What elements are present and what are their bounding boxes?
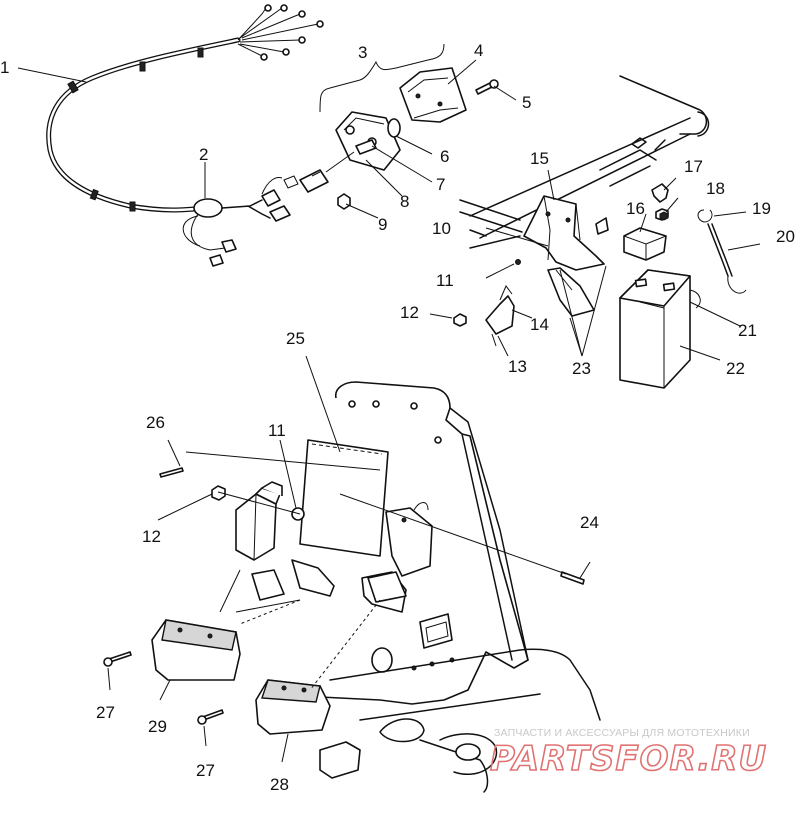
callout-29: 29 bbox=[148, 717, 167, 736]
fasteners bbox=[103, 467, 585, 725]
callout-16: 16 bbox=[626, 199, 645, 218]
callout-27-lower: 27 bbox=[196, 761, 215, 780]
battery-cover bbox=[623, 227, 667, 261]
callout-12-lower: 12 bbox=[142, 527, 161, 546]
watermark-logo: PARTSFOR.RU bbox=[490, 739, 767, 779]
fuse-holder bbox=[453, 259, 521, 347]
callout-labels: 1 2 3 4 5 6 7 8 9 10 11 12 13 14 15 16 1… bbox=[0, 41, 795, 794]
callout-10: 10 bbox=[432, 219, 451, 238]
tail-light-assembly bbox=[299, 43, 499, 210]
callout-4: 4 bbox=[474, 41, 483, 60]
callout-26: 26 bbox=[146, 413, 165, 432]
wiring-harness bbox=[46, 4, 324, 267]
callout-2: 2 bbox=[199, 145, 208, 164]
cover-28 bbox=[255, 679, 331, 735]
callout-20: 20 bbox=[776, 227, 795, 246]
regulator bbox=[235, 481, 305, 561]
callout-18: 18 bbox=[706, 179, 725, 198]
leader-lines bbox=[17, 59, 761, 763]
battery-bracket bbox=[523, 195, 609, 317]
rubber-mounts bbox=[251, 569, 407, 603]
callout-12-upper: 12 bbox=[400, 303, 419, 322]
callout-27-left: 27 bbox=[96, 703, 115, 722]
vent-elbow bbox=[651, 183, 669, 221]
callout-6: 6 bbox=[440, 147, 449, 166]
callout-7: 7 bbox=[436, 175, 445, 194]
callout-17: 17 bbox=[684, 157, 703, 176]
callout-8: 8 bbox=[400, 192, 409, 211]
callout-3: 3 bbox=[358, 43, 367, 62]
callout-9: 9 bbox=[378, 215, 387, 234]
callout-5: 5 bbox=[522, 93, 531, 112]
callout-11-upper: 11 bbox=[436, 271, 454, 290]
callout-1: 1 bbox=[0, 58, 9, 77]
callout-22: 22 bbox=[726, 359, 745, 378]
callout-15: 15 bbox=[530, 149, 549, 168]
callout-23: 23 bbox=[572, 359, 591, 378]
callout-14: 14 bbox=[530, 315, 549, 334]
callout-13: 13 bbox=[508, 357, 527, 376]
battery bbox=[619, 269, 701, 389]
watermark-tagline: ЗАПЧАСТИ И АКСЕССУАРЫ ДЛЯ МОТОТЕХНИКИ bbox=[494, 727, 750, 739]
cover-29 bbox=[151, 619, 241, 681]
callout-25: 25 bbox=[286, 329, 305, 348]
callout-21: 21 bbox=[738, 321, 757, 340]
callout-19: 19 bbox=[752, 199, 771, 218]
callout-24: 24 bbox=[580, 513, 599, 532]
watermark: ЗАПЧАСТИ И АКСЕССУАРЫ ДЛЯ МОТОТЕХНИКИ PA… bbox=[489, 727, 767, 780]
frame-base bbox=[269, 648, 601, 793]
battery-cable bbox=[697, 209, 747, 294]
frame-rail bbox=[459, 75, 710, 249]
callout-28: 28 bbox=[270, 775, 289, 794]
callout-11-lower: 11 bbox=[268, 421, 286, 440]
